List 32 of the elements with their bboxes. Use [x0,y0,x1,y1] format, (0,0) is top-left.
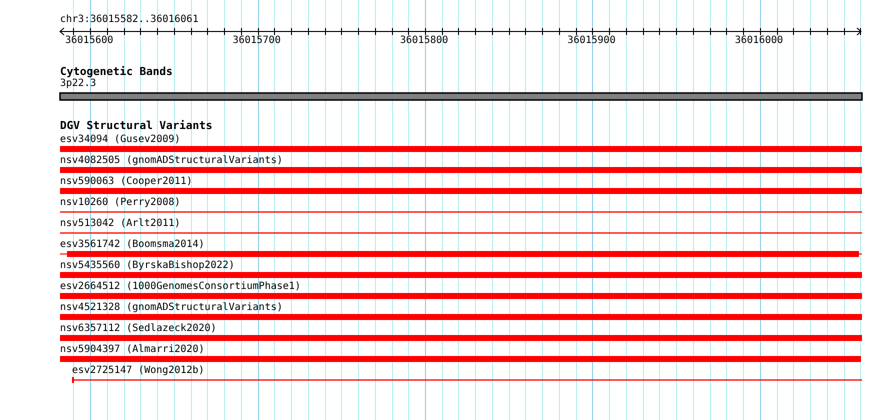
feature-label: nsv4521328 (gnomADStructuralVariants) [60,302,283,314]
tick-label: 36015900 [567,35,616,47]
variant-feature [60,146,862,152]
feature-label: nsv590063 (Cooper2011) [60,176,192,188]
region-label: chr3:36015582..36016061 [60,14,198,26]
band-label: 3p22.3 [60,78,96,90]
feature-label: nsv5435560 (ByrskaBishop2022) [60,260,235,272]
variant-feature [60,356,861,362]
feature-label: nsv6357112 (Sedlazeck2020) [60,323,217,335]
variant-feature [60,272,862,278]
feature-label: esv3561742 (Boomsma2014) [60,239,204,251]
variant-feature [60,335,862,341]
feature-label: nsv4082505 (gnomADStructuralVariants) [60,155,283,167]
variant-feature [72,377,862,383]
track-title: Cytogenetic Bands [60,66,173,78]
feature-label: nsv513042 (Arlt2011) [60,218,180,230]
cytoband-bar [59,92,863,101]
variant-feature [60,167,862,173]
tick-label: 36016000 [734,35,784,47]
track-title: DGV Structural Variants [60,120,212,132]
variant-feature [60,251,862,257]
feature-label: nsv5904397 (Almarri2020) [60,344,204,356]
feature-label: nsv10260 (Perry2008) [60,197,180,209]
variant-feature [60,188,862,194]
tick-label: 36015700 [232,35,281,47]
feature-label: esv2664512 (1000GenomesConsortiumPhase1) [60,281,301,293]
feature-label: esv2725147 (Wong2012b) [72,365,204,377]
tick-label: 36015800 [400,35,448,47]
tick-label: 36015600 [65,35,114,47]
feature-label: esv34094 (Gusev2009) [60,134,180,146]
variant-feature [60,314,862,320]
variant-feature [60,293,862,299]
